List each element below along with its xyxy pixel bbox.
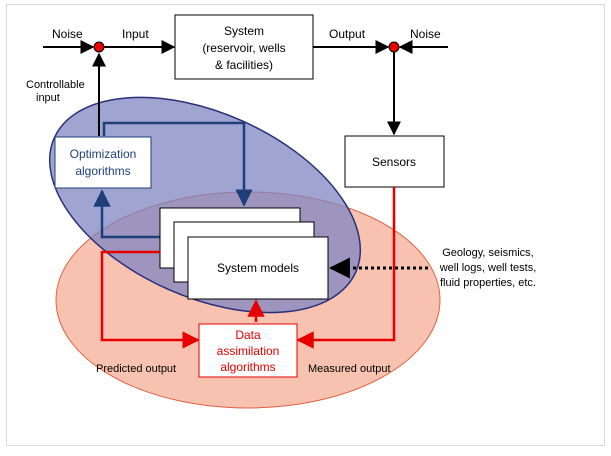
models-to-predicted-arrow <box>100 250 200 349</box>
predicted-output-label: Predicted output <box>96 363 176 375</box>
sensors-to-measured-arrow <box>296 187 396 349</box>
external-data-line3: fluid properties, etc. <box>440 277 536 289</box>
output-junction <box>388 41 400 53</box>
noise-left-label: Noise <box>52 27 83 41</box>
data-assimilation-box <box>198 323 298 378</box>
optimization-label-1: Optimization <box>70 147 137 161</box>
output-label: Output <box>329 27 366 41</box>
system-box <box>174 14 314 80</box>
system-box-line1: System <box>224 24 264 38</box>
optimization-label-2: algorithms <box>75 164 130 178</box>
system-box-line2: (reservoir, wells <box>202 41 285 55</box>
system-models-label: System models <box>217 261 299 275</box>
input-label: Input <box>122 27 149 41</box>
sensors-label: Sensors <box>372 155 416 169</box>
measured-output-label: Measured output <box>308 363 391 375</box>
optimization-feedback-arrow <box>102 121 253 207</box>
data-assimilation-label-2: assimilation <box>217 344 280 358</box>
models-to-optimization-arrow <box>93 189 160 239</box>
input-junction <box>93 41 105 53</box>
system-models-box <box>187 236 329 300</box>
data-assimilation-label-3: algorithms <box>220 360 275 374</box>
controllable-input-label-2: input <box>36 92 60 104</box>
data-assimilation-label-1: Data <box>235 328 261 342</box>
noise-right-label: Noise <box>410 27 441 41</box>
external-data-line2: well logs, well tests, <box>439 262 537 274</box>
sensors-box <box>344 135 445 188</box>
optimization-box <box>54 136 152 189</box>
controllable-input-label-1: Controllable <box>26 79 85 91</box>
external-data-line1: Geology, seismics, <box>442 247 534 259</box>
system-box-line3: & facilities) <box>215 58 273 72</box>
